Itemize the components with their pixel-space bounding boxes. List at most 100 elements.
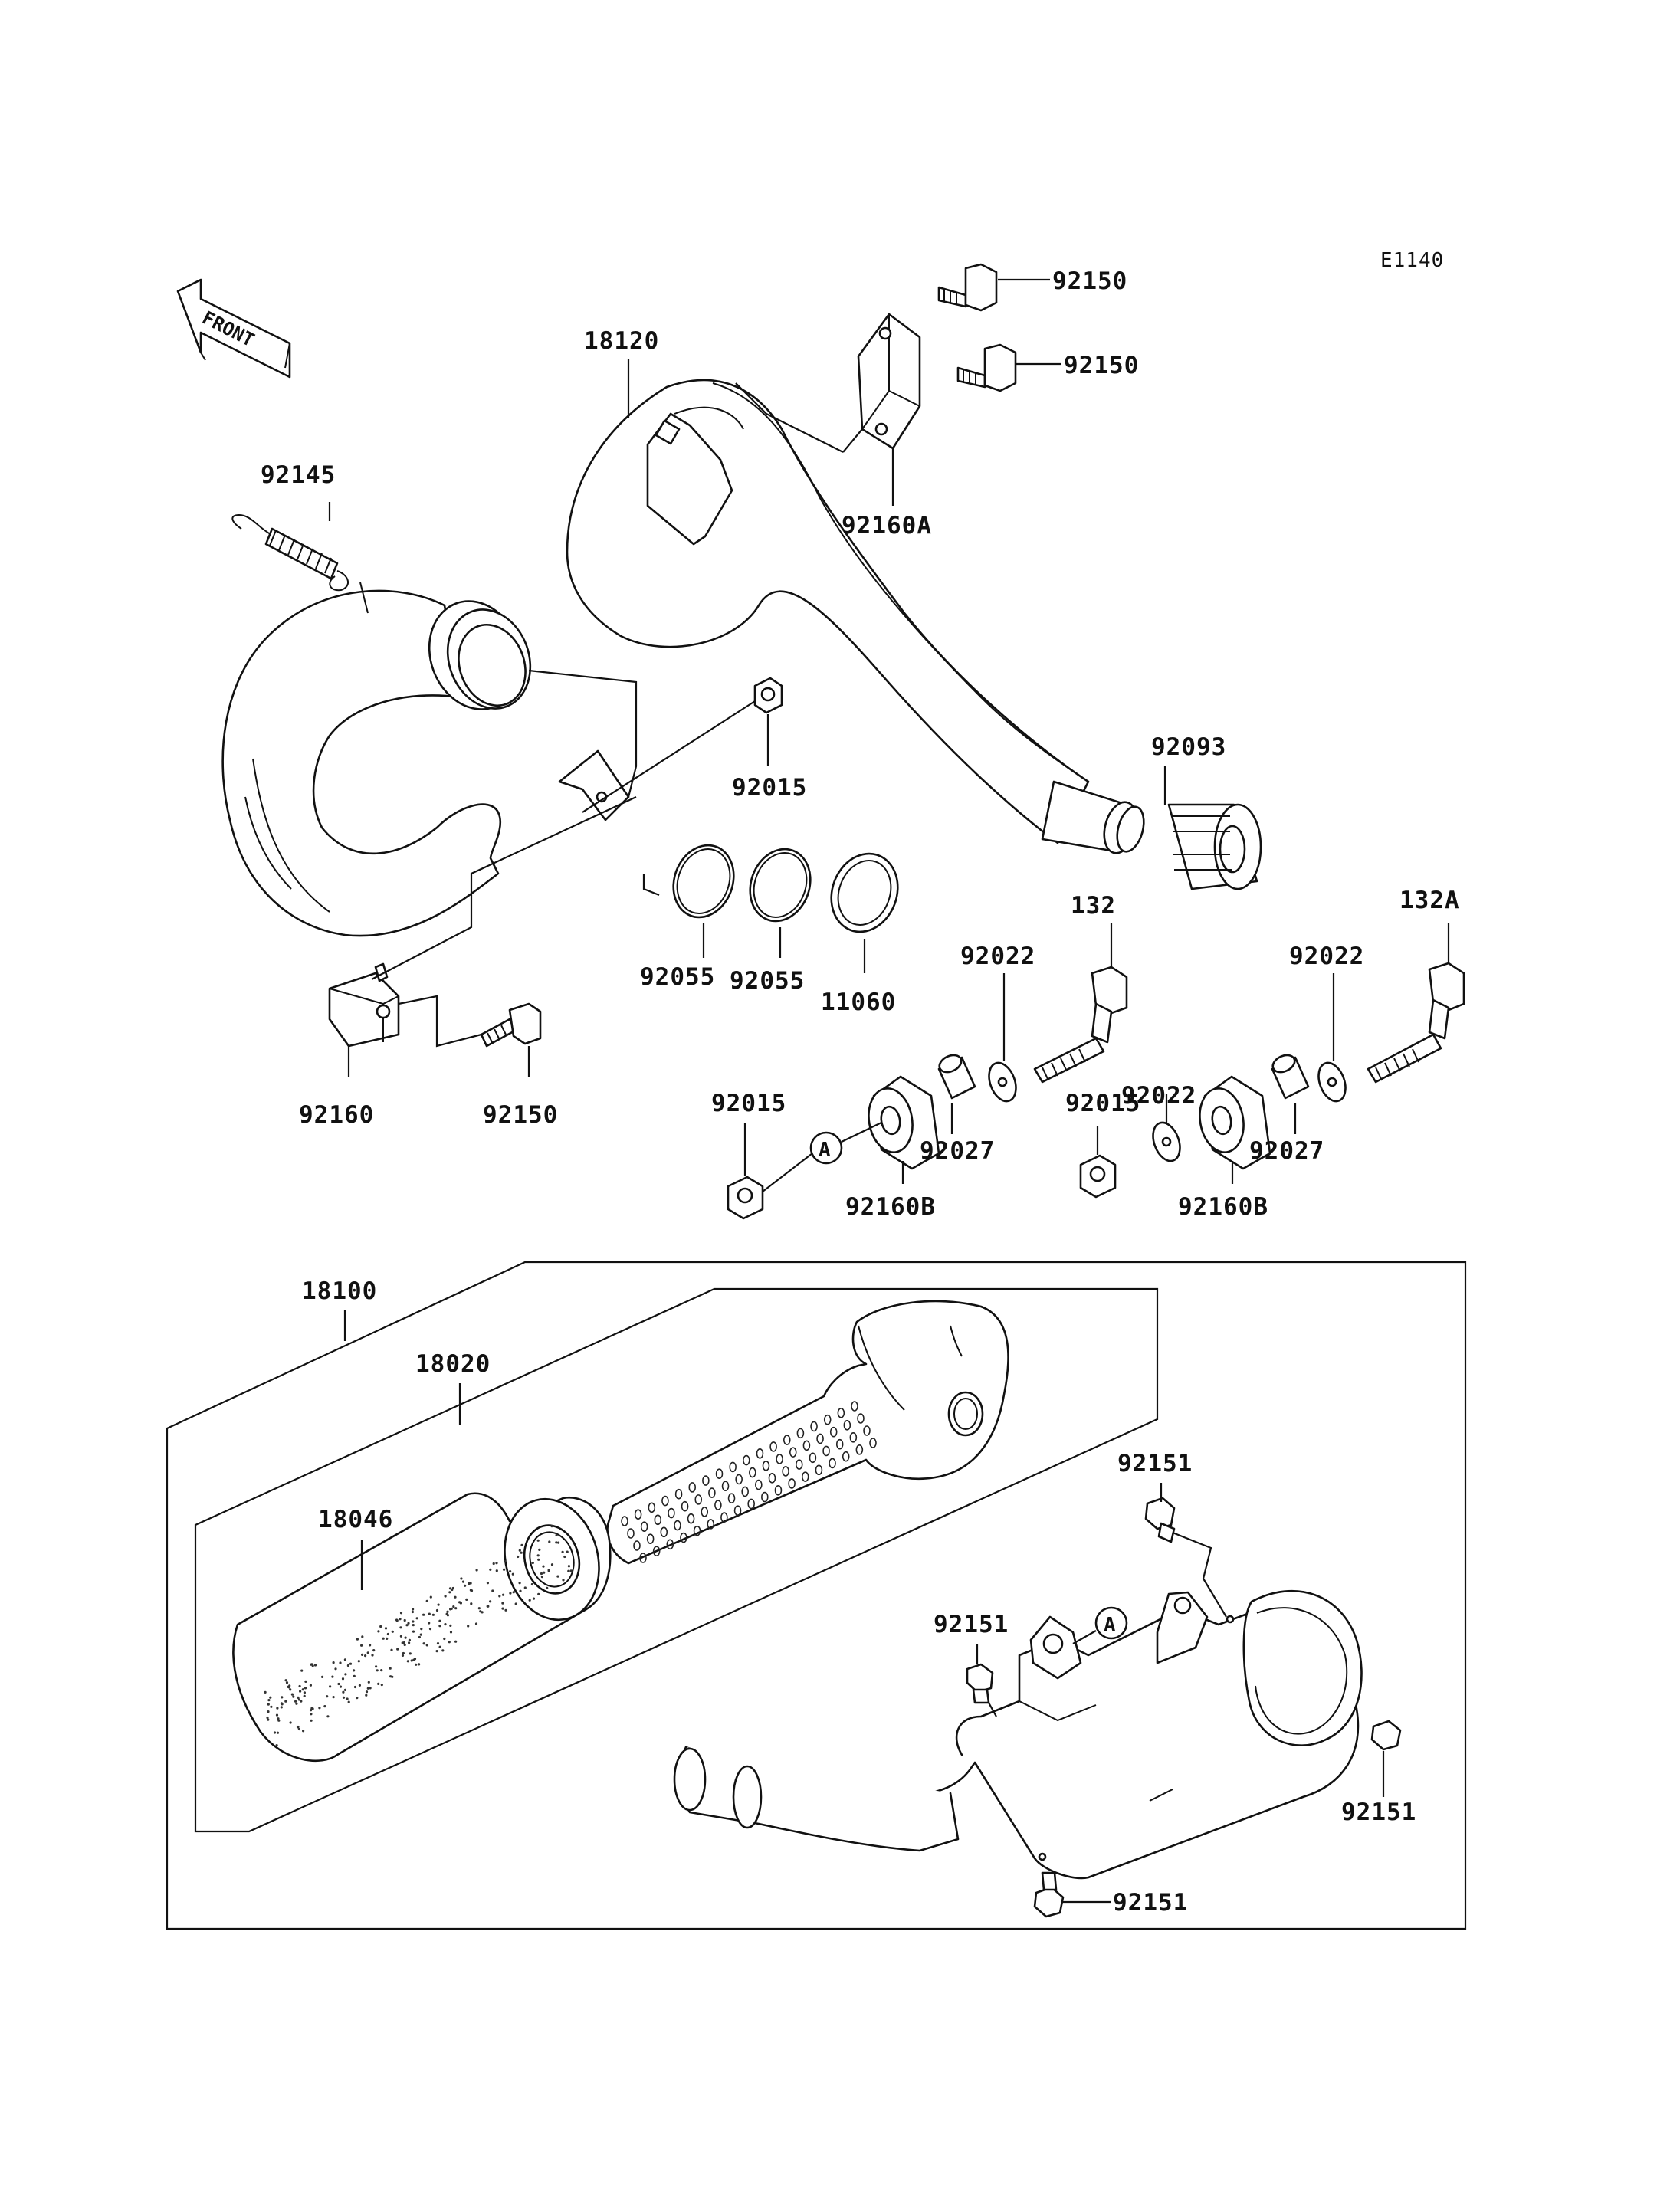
packing-dot xyxy=(285,1681,289,1684)
packing-dot xyxy=(517,1555,520,1559)
packing-dot xyxy=(386,1637,389,1640)
leader-lines xyxy=(328,278,1450,1904)
perforation-hole xyxy=(782,1466,789,1477)
packing-dot xyxy=(310,1663,313,1666)
perforation-hole xyxy=(735,1474,743,1485)
packing-dot xyxy=(451,1588,454,1592)
packing-dot xyxy=(550,1563,554,1566)
packing-dot xyxy=(435,1650,438,1653)
packing-dot xyxy=(408,1641,411,1644)
packing-dot xyxy=(537,1558,540,1561)
nut-92015-a xyxy=(727,1176,764,1220)
front-arrow-icon: FRONT xyxy=(176,278,291,379)
packing-dot xyxy=(360,1644,363,1647)
perforation-hole xyxy=(715,1468,724,1480)
packing-dot xyxy=(371,1654,374,1657)
perforation-hole xyxy=(668,1507,675,1519)
packing-dot xyxy=(531,1561,534,1565)
perforation-hole xyxy=(762,1460,770,1471)
packing-dot xyxy=(454,1595,457,1599)
packing-dot xyxy=(391,1630,394,1633)
packing-dot xyxy=(372,1649,376,1652)
packing-dot xyxy=(303,1691,306,1694)
label-92022-b: 92022 xyxy=(1289,943,1364,970)
packing-dot xyxy=(364,1654,367,1658)
perforation-hole xyxy=(863,1425,871,1436)
packing-dot xyxy=(449,1631,453,1634)
packing-dot xyxy=(369,1687,372,1690)
perforation-hole xyxy=(756,1448,764,1459)
packing-dot xyxy=(284,1700,287,1703)
packing-dot xyxy=(403,1618,406,1622)
packing-dot xyxy=(503,1568,506,1571)
packing-dot xyxy=(376,1669,379,1672)
perforation-hole xyxy=(749,1467,756,1478)
packing-dot xyxy=(556,1575,559,1578)
packing-dot xyxy=(422,1613,425,1616)
packing-dot xyxy=(448,1591,451,1594)
packing-dot xyxy=(536,1539,540,1542)
gasket-92055-a xyxy=(672,844,735,919)
packing-dot xyxy=(295,1702,298,1705)
packing-dot xyxy=(289,1721,292,1724)
packing-dot xyxy=(405,1624,409,1627)
packing-dot xyxy=(292,1695,295,1698)
packing-dot xyxy=(467,1625,470,1628)
label-92151-c: 92151 xyxy=(1341,1799,1416,1826)
perforation-hole xyxy=(627,1528,635,1539)
packing-dot xyxy=(540,1576,544,1579)
packing-dot xyxy=(411,1610,415,1614)
packing-dot xyxy=(353,1685,357,1689)
packing-dot xyxy=(384,1627,388,1630)
packing-dot xyxy=(318,1707,321,1710)
packing-dot xyxy=(509,1570,512,1573)
packing-dot xyxy=(412,1624,415,1627)
packing-dot xyxy=(446,1614,450,1617)
label-92055-a: 92055 xyxy=(640,963,715,991)
packing-dot xyxy=(566,1550,569,1553)
perforation-hole xyxy=(681,1500,689,1512)
perforation-holes xyxy=(621,1401,877,1563)
packing-dot xyxy=(543,1571,546,1574)
packing-dot xyxy=(563,1555,566,1559)
packing-dot xyxy=(332,1696,335,1699)
perforation-hole xyxy=(755,1479,763,1490)
packing-dot xyxy=(461,1580,465,1583)
grommet-92093 xyxy=(1167,803,1262,890)
perforation-hole xyxy=(837,1408,845,1418)
packing-dot xyxy=(518,1549,521,1552)
label-92015-b: 92015 xyxy=(1065,1090,1140,1117)
packing-dot xyxy=(454,1607,458,1610)
perforation-hole xyxy=(661,1495,669,1507)
packing-dot xyxy=(546,1586,549,1589)
bolt-92151-b xyxy=(966,1663,994,1704)
nut-92015-top xyxy=(753,677,783,714)
packing-dot xyxy=(267,1710,270,1713)
label-92022-c: 92022 xyxy=(1121,1082,1196,1110)
packing-dot xyxy=(339,1685,343,1688)
perforation-hole xyxy=(648,1502,656,1513)
callout-a-marker-upper: A xyxy=(809,1131,843,1165)
packing-dot xyxy=(419,1633,422,1636)
label-92151-d: 92151 xyxy=(1113,1889,1188,1917)
packing-dot xyxy=(437,1603,440,1606)
packing-dot xyxy=(412,1608,415,1611)
packing-dot xyxy=(519,1589,522,1592)
packing-dot xyxy=(469,1582,472,1585)
packing-dot xyxy=(446,1610,449,1613)
packing-dot xyxy=(277,1719,281,1722)
label-92022-a: 92022 xyxy=(960,943,1035,970)
perforation-hole xyxy=(769,1441,777,1452)
packing-dot xyxy=(298,1684,301,1688)
callout-a-label-lower: A xyxy=(1104,1614,1117,1637)
perforation-hole xyxy=(855,1444,864,1455)
packing-dot xyxy=(547,1569,550,1572)
label-92027-b: 92027 xyxy=(1249,1137,1324,1165)
packing-dot xyxy=(377,1682,380,1685)
packing-dot xyxy=(509,1592,512,1595)
perforation-hole xyxy=(621,1516,628,1526)
bolt-92150-low xyxy=(480,1002,542,1048)
bolt-92151-a xyxy=(1144,1497,1176,1543)
packing-dot xyxy=(382,1637,385,1640)
perforation-hole xyxy=(783,1435,791,1445)
